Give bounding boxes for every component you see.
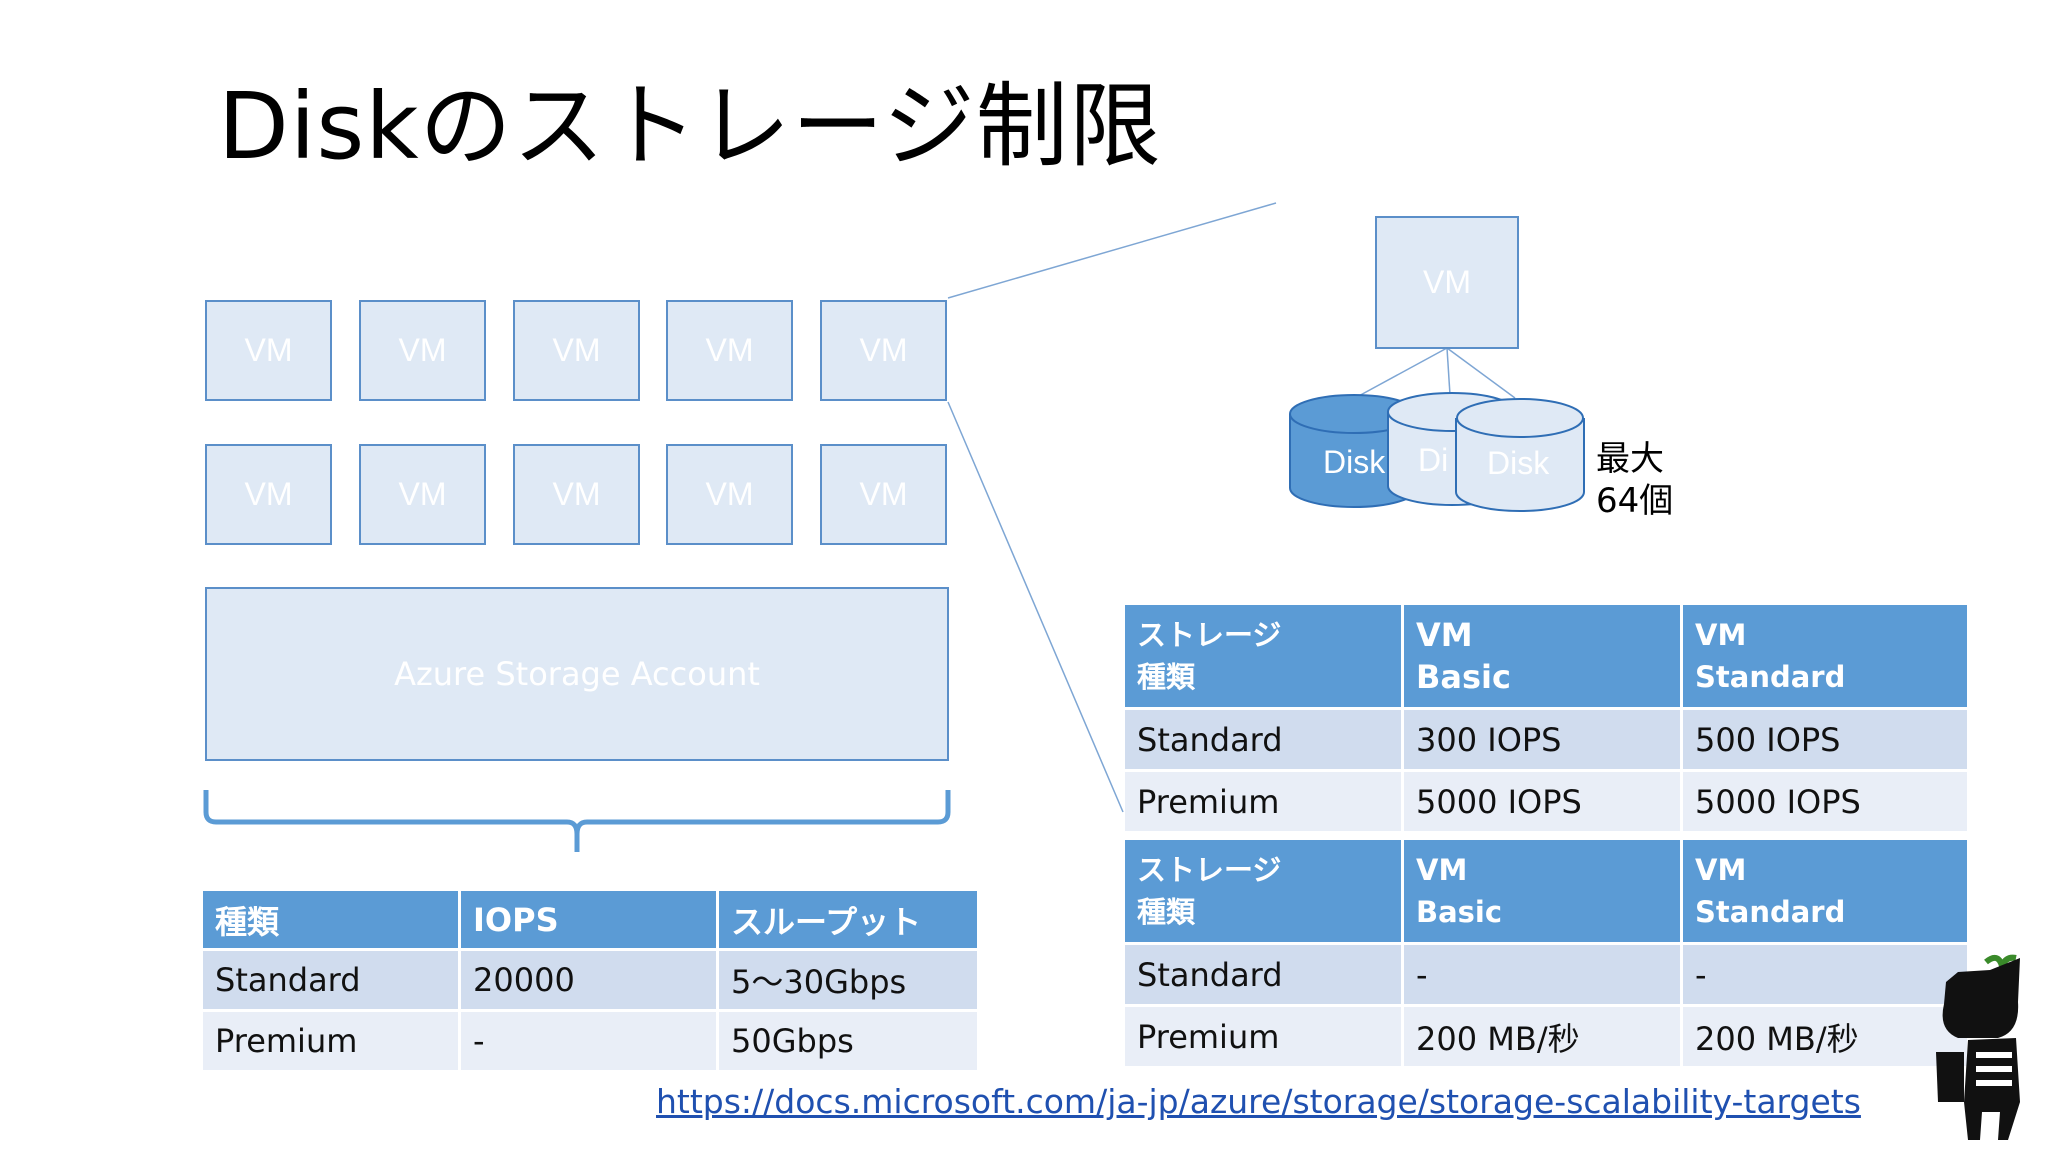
- header-cell: ストレージ種類: [1125, 605, 1401, 707]
- storage-account-box: Azure Storage Account: [205, 587, 949, 761]
- disk-cylinder: Disk: [1289, 394, 1419, 508]
- disk-label: Di: [1418, 442, 1448, 478]
- vm-box: VM: [820, 300, 947, 401]
- page-title: Diskのストレージ制限: [218, 73, 1162, 180]
- disk-label: Disk: [1487, 445, 1550, 481]
- header-cell: ストレージ種類: [1125, 840, 1401, 942]
- disk-cylinder: Disk: [1455, 398, 1585, 512]
- vm-box: VM: [513, 300, 640, 401]
- table-header-row: 種類 IOPS スループット: [203, 891, 977, 948]
- bracket-brace: [203, 790, 951, 852]
- vm-box: VM: [820, 444, 947, 545]
- account-limits-table: 種類 IOPS スループット Standard 20000 5〜30Gbps P…: [200, 888, 980, 1073]
- disk-stack: Disk Di Disk: [1289, 392, 1585, 512]
- table-row: Standard 300 IOPS 500 IOPS: [1125, 710, 1967, 769]
- zoom-line-top: [947, 202, 1277, 299]
- vm-box: VM: [359, 444, 486, 545]
- vm-box: VM: [513, 444, 640, 545]
- detail-vm-box: VM: [1375, 216, 1519, 349]
- vm-box: VM: [205, 444, 332, 545]
- table-row: Premium 200 MB/秒 200 MB/秒: [1125, 1007, 1967, 1066]
- zoom-line-bottom: [947, 401, 1124, 813]
- vm-box: VM: [205, 300, 332, 401]
- disk-label: Disk: [1323, 444, 1386, 480]
- vm-box: VM: [666, 300, 793, 401]
- table-row: Standard - -: [1125, 945, 1967, 1004]
- vm-box: VM: [666, 444, 793, 545]
- storage-account-label: Azure Storage Account: [394, 655, 760, 693]
- table-row: Premium 5000 IOPS 5000 IOPS: [1125, 772, 1967, 831]
- reference-link[interactable]: https://docs.microsoft.com/ja-jp/azure/s…: [656, 1082, 1861, 1121]
- max-disks-label: 最大 64個: [1596, 439, 1674, 521]
- vm-box: VM: [359, 300, 486, 401]
- cat-mascot-icon: [1936, 954, 2020, 1140]
- table-row: Premium - 50Gbps: [203, 1012, 977, 1070]
- table-row: Standard 20000 5〜30Gbps: [203, 951, 977, 1009]
